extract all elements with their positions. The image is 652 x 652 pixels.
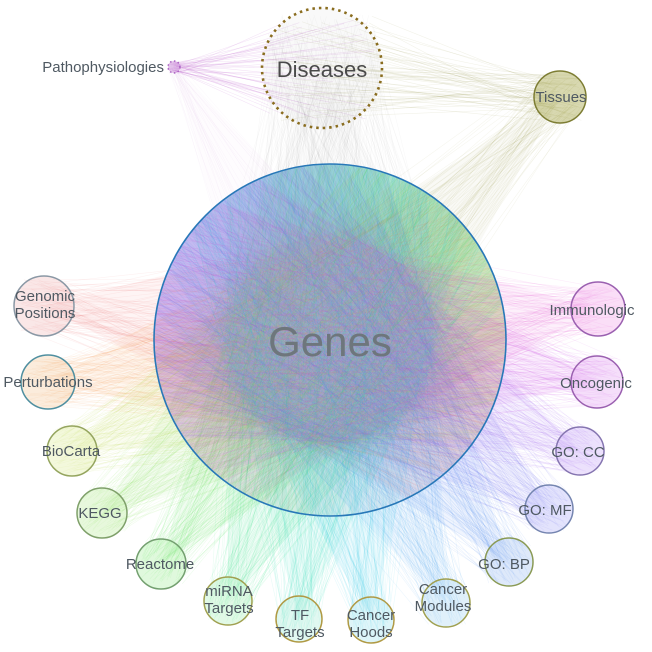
node-genes[interactable] xyxy=(153,163,507,517)
node-tf_targets[interactable] xyxy=(275,595,323,643)
edges-go_cc-genes xyxy=(154,167,602,473)
edges-pathophysiologies-diseases xyxy=(168,20,376,120)
node-label-reactome: Reactome xyxy=(126,556,194,573)
edges-tissues-genes xyxy=(155,74,584,515)
node-go_mf[interactable] xyxy=(524,484,574,534)
edges-perturbations-genes xyxy=(24,186,506,472)
node-label-pathophysiologies: Pathophysiologies xyxy=(42,59,164,76)
node-mirna_targets[interactable] xyxy=(203,576,253,626)
node-label-go_cc: GO: CC xyxy=(551,444,605,461)
node-immunologic[interactable] xyxy=(570,281,626,337)
node-circles xyxy=(13,6,626,644)
edges-cancer_hoods-genes xyxy=(170,164,457,641)
node-kegg[interactable] xyxy=(76,487,128,539)
edges-kegg-genes xyxy=(80,164,506,535)
node-diseases[interactable] xyxy=(260,6,384,130)
node-label-diseases: Diseases xyxy=(277,57,367,82)
node-label-tissues: Tissues xyxy=(535,89,586,106)
node-tissues[interactable] xyxy=(533,70,587,124)
edges-mirna_targets-genes xyxy=(206,164,502,623)
node-label-kegg: KEGG xyxy=(78,505,121,522)
node-label-go_bp: GO: BP xyxy=(478,556,530,573)
edges-go_mf-genes xyxy=(154,164,569,531)
node-go_bp[interactable] xyxy=(484,537,534,587)
edges-reactome-genes xyxy=(140,164,506,585)
edges-pathophysiologies-genes xyxy=(168,62,491,515)
node-label-genes: Genes xyxy=(268,318,392,365)
edges-genomic_positions-genes xyxy=(17,209,506,497)
node-cancer_modules[interactable] xyxy=(421,578,471,628)
node-label-oncogenic: Oncogenic xyxy=(560,375,632,392)
edges-tf_targets-genes xyxy=(194,164,488,640)
node-reactome[interactable] xyxy=(135,538,187,590)
edge-bundles xyxy=(17,14,623,641)
node-oncogenic[interactable] xyxy=(570,355,624,409)
node-label-go_mf: GO: MF xyxy=(518,502,571,519)
node-labels: Genes Diseases PathophysiologiesTissuesGen… xyxy=(3,57,635,641)
node-pathophysiologies[interactable] xyxy=(167,60,181,74)
node-label-perturbations: Perturbations xyxy=(3,374,92,391)
node-go_cc[interactable] xyxy=(555,426,605,476)
node-genomic_positions[interactable] xyxy=(13,275,75,337)
node-label-immunologic: Immunologic xyxy=(549,302,635,319)
edges-go_bp-genes xyxy=(154,164,531,584)
node-perturbations[interactable] xyxy=(20,354,76,410)
edges-oncogenic-genes xyxy=(154,181,621,470)
edges-immunologic-genes xyxy=(154,206,623,495)
edges-cancer_modules-genes xyxy=(157,164,466,625)
edges-tissues-diseases xyxy=(268,16,583,121)
edges-biocarta-genes xyxy=(51,167,506,474)
node-biocarta[interactable] xyxy=(46,425,98,477)
node-cancer_hoods[interactable] xyxy=(347,596,395,644)
node-label-biocarta: BioCarta xyxy=(42,443,101,460)
